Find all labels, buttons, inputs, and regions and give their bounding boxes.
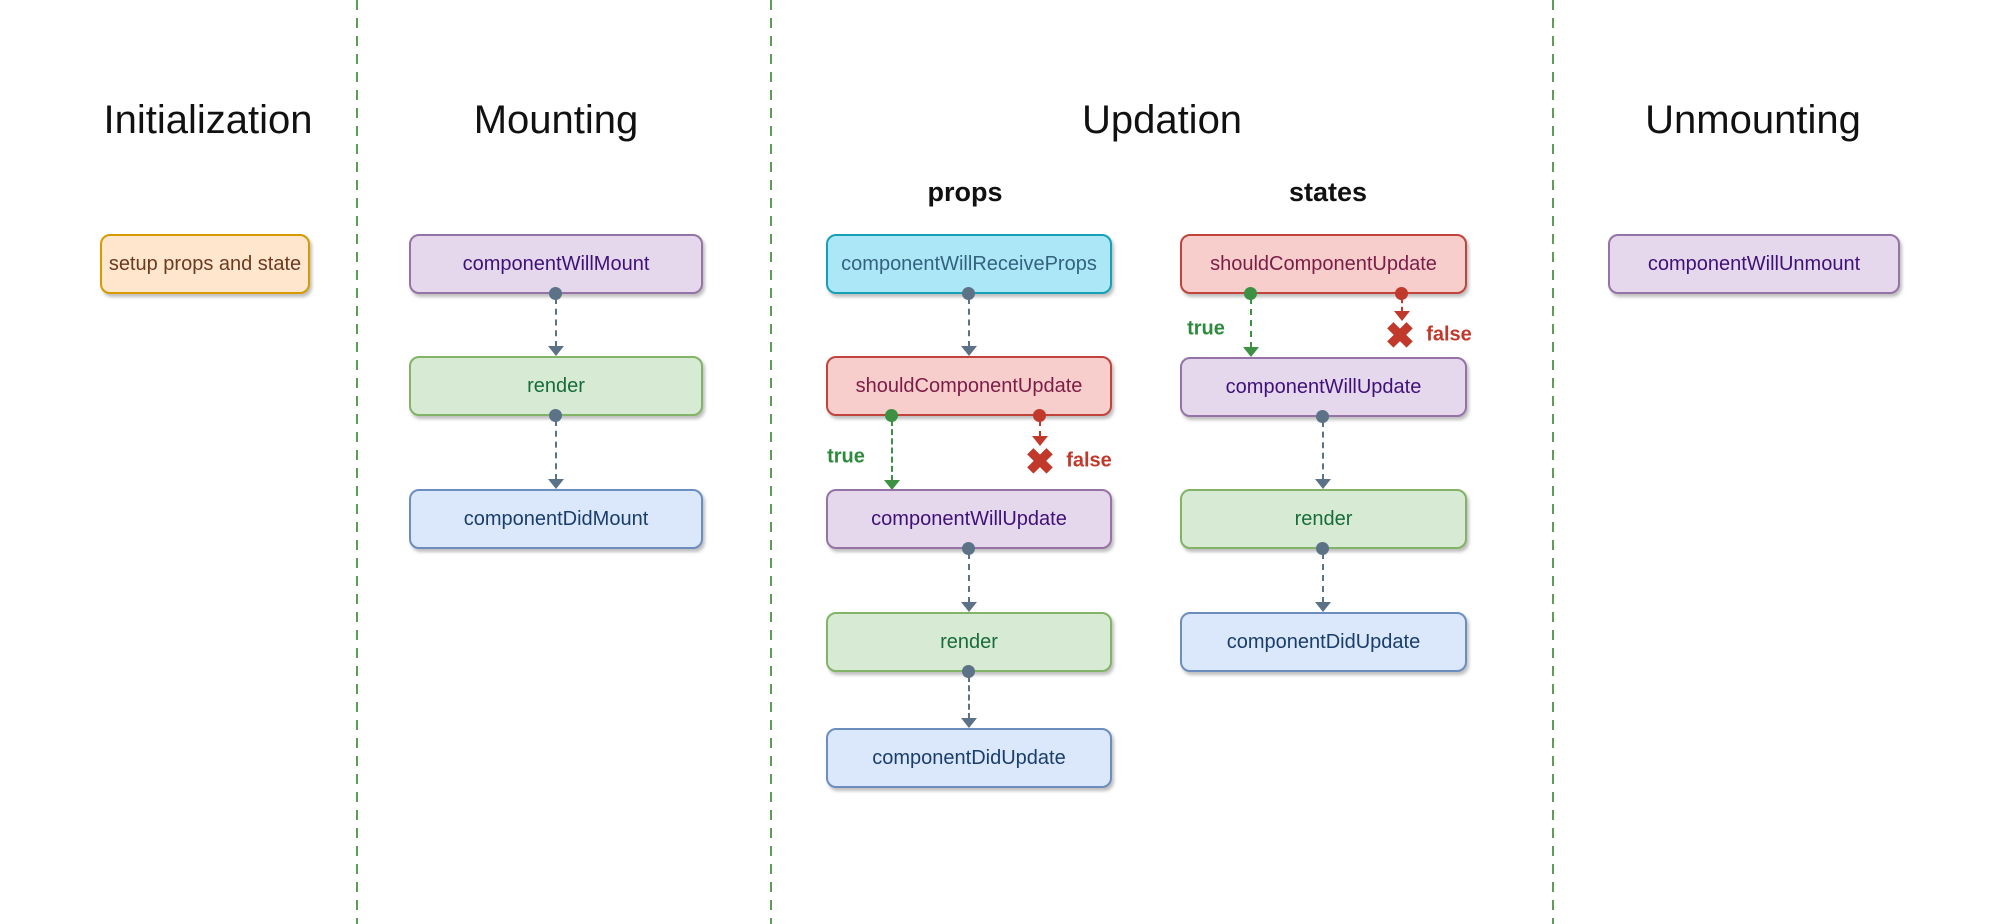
arrow-head-icon — [1315, 479, 1331, 489]
x-mark-icon: ✖ — [1024, 441, 1056, 482]
node-states-should-component-update: shouldComponentUpdate — [1180, 234, 1467, 294]
arrow-start-dot — [549, 409, 562, 422]
section-divider-3 — [1552, 0, 1554, 924]
arrow-head-icon — [884, 480, 900, 490]
arrow-start-dot — [549, 287, 562, 300]
arrow-head-icon — [961, 718, 977, 728]
arrow-head-icon — [961, 602, 977, 612]
node-props-component-will-update: componentWillUpdate — [826, 489, 1112, 549]
arrow-head-icon — [1032, 436, 1048, 446]
node-component-will-receive-props: componentWillReceiveProps — [826, 234, 1112, 294]
node-states-render: render — [1180, 489, 1467, 549]
arrow-props-will-update-to-render — [961, 542, 977, 612]
branch-label-states-true: true — [1187, 317, 1225, 340]
arrow-receive-props-to-should-update — [961, 287, 977, 356]
node-props-should-component-update: shouldComponentUpdate — [826, 356, 1112, 416]
node-component-will-mount: componentWillMount — [409, 234, 703, 294]
node-component-did-mount: componentDidMount — [409, 489, 703, 549]
node-props-render: render — [826, 612, 1112, 672]
section-title-updation: Updation — [1081, 98, 1243, 142]
arrow-render-to-did-mount — [548, 409, 564, 489]
node-states-component-will-update: componentWillUpdate — [1180, 357, 1467, 417]
arrow-props-render-to-did-update — [961, 665, 977, 728]
subcolumn-title-states: states — [1288, 177, 1368, 207]
node-props-component-did-update: componentDidUpdate — [826, 728, 1112, 788]
arrow-states-will-update-to-render — [1315, 410, 1331, 489]
arrow-start-dot — [1316, 410, 1329, 423]
arrow-start-dot — [962, 287, 975, 300]
arrow-head-icon — [1243, 347, 1259, 357]
x-mark-icon: ✖ — [1384, 315, 1416, 356]
arrow-start-dot — [1244, 287, 1257, 300]
arrow-dashed-line — [968, 298, 970, 347]
arrow-head-icon — [961, 346, 977, 356]
arrow-dashed-line — [1250, 298, 1252, 348]
section-title-unmounting: Unmounting — [1645, 98, 1861, 142]
arrow-states-false-branch — [1394, 287, 1410, 321]
node-mounting-render: render — [409, 356, 703, 416]
node-component-will-unmount: componentWillUnmount — [1608, 234, 1900, 294]
arrow-states-render-to-did-update — [1315, 542, 1331, 612]
arrow-dashed-line — [1322, 421, 1324, 480]
branch-label-props-false: false — [1066, 449, 1112, 472]
arrow-states-true-branch — [1243, 287, 1259, 357]
arrow-start-dot — [962, 665, 975, 678]
arrow-head-icon — [1315, 602, 1331, 612]
arrow-dashed-line — [555, 420, 557, 480]
arrow-head-icon — [548, 346, 564, 356]
arrow-start-dot — [1395, 287, 1408, 300]
arrow-props-true-branch — [884, 409, 900, 490]
arrow-dashed-line — [968, 553, 970, 603]
section-title-initialization: Initialization — [103, 98, 313, 142]
arrow-dashed-line — [1322, 553, 1324, 603]
arrow-dashed-line — [555, 298, 557, 347]
arrow-head-icon — [548, 479, 564, 489]
node-states-component-did-update: componentDidUpdate — [1180, 612, 1467, 672]
node-setup-props-and-state: setup props and state — [100, 234, 310, 294]
arrow-props-false-branch — [1032, 409, 1048, 446]
section-title-mounting: Mounting — [473, 98, 639, 142]
arrow-head-icon — [1394, 311, 1410, 321]
branch-label-props-true: true — [827, 445, 865, 468]
arrow-start-dot — [1033, 409, 1046, 422]
section-divider-2 — [770, 0, 772, 924]
branch-label-states-false: false — [1426, 323, 1472, 346]
arrow-start-dot — [885, 409, 898, 422]
arrow-dashed-line — [1039, 420, 1041, 437]
arrow-will-mount-to-render — [548, 287, 564, 356]
section-divider-1 — [356, 0, 358, 924]
subcolumn-title-props: props — [927, 177, 1003, 207]
arrow-dashed-line — [968, 676, 970, 719]
arrow-start-dot — [962, 542, 975, 555]
arrow-start-dot — [1316, 542, 1329, 555]
arrow-dashed-line — [891, 420, 893, 481]
arrow-dashed-line — [1401, 298, 1403, 312]
